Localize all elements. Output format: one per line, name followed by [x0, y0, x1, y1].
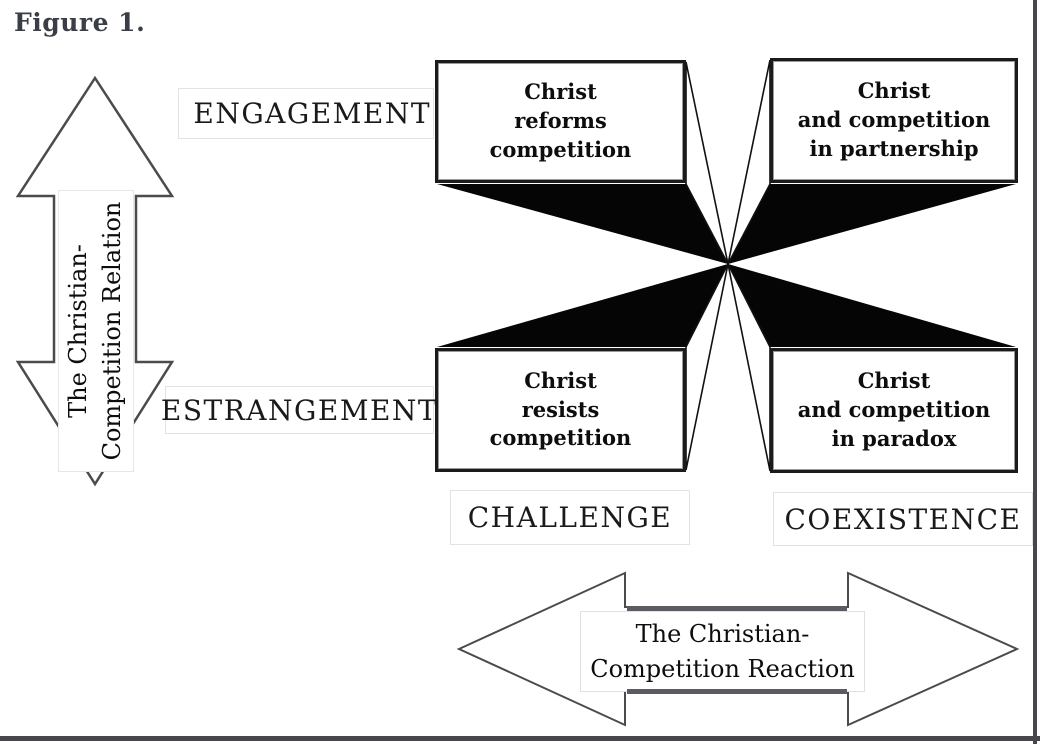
column-label-coexistence: COEXISTENCE — [773, 492, 1033, 546]
converging-triangle-top-left — [437, 184, 728, 264]
converging-triangle-bottom-right — [728, 264, 1016, 347]
quadrant-box-bottom-left: Christ resists competition — [435, 348, 686, 472]
vertical-axis-title: The Christian- Competition Relation — [58, 190, 134, 472]
figure-label: Figure 1. — [14, 8, 146, 37]
quadrant-top-right-line1: Christ — [857, 78, 931, 104]
column-label-challenge: CHALLENGE — [450, 490, 690, 545]
vertical-axis-title-line2: Competition Relation — [98, 201, 126, 461]
quadrant-box-top-left: Christ reforms competition — [435, 60, 686, 183]
row-label-engagement: ENGAGEMENT — [178, 88, 434, 139]
quadrant-bottom-right-line2: and competition — [797, 397, 991, 423]
vertical-axis-title-line1: The Christian- — [64, 244, 93, 418]
quadrant-bottom-left-line1: Christ — [524, 367, 597, 393]
horizontal-axis-title: The Christian- Competition Reaction — [580, 611, 865, 692]
quadrant-top-left-line1: Christ — [524, 79, 597, 105]
quadrant-box-top-right: Christ and competition in partnership — [770, 58, 1018, 183]
horizontal-axis-title-line2: Competition Reaction — [590, 654, 855, 683]
quadrant-bottom-left-line2: resists — [521, 396, 600, 422]
frame-right-border — [1033, 0, 1037, 744]
horizontal-axis-title-line1: The Christian- — [635, 619, 810, 648]
quadrant-bottom-left-line3: competition — [489, 425, 632, 451]
row-label-engagement-text: ENGAGEMENT — [193, 97, 431, 130]
frame-bottom-border — [0, 736, 1040, 741]
arrow-shaft-shadow-top — [627, 606, 847, 611]
quadrant-top-right-line2: and competition — [797, 107, 991, 133]
quadrant-bottom-right-line1: Christ — [857, 368, 931, 394]
converging-triangle-top-right — [728, 184, 1016, 264]
column-label-coexistence-text: COEXISTENCE — [784, 502, 1022, 536]
quadrant-box-bottom-right: Christ and competition in paradox — [770, 348, 1018, 473]
quadrant-bottom-right-line3: in paradox — [831, 425, 957, 451]
quadrant-top-right-line3: in partnership — [809, 135, 979, 161]
row-label-estrangement: ESTRANGEMENT — [161, 386, 437, 434]
sliver-triangle-top-left — [685, 61, 729, 265]
column-label-challenge-text: CHALLENGE — [467, 501, 673, 534]
quadrant-top-left-line2: reforms — [514, 108, 607, 134]
row-label-estrangement-text: ESTRANGEMENT — [160, 393, 439, 427]
converging-triangle-bottom-left — [437, 264, 728, 347]
arrow-shaft-shadow-bottom — [627, 689, 847, 694]
quadrant-top-left-line3: competition — [489, 136, 632, 162]
sliver-triangle-bottom-left — [685, 263, 729, 471]
